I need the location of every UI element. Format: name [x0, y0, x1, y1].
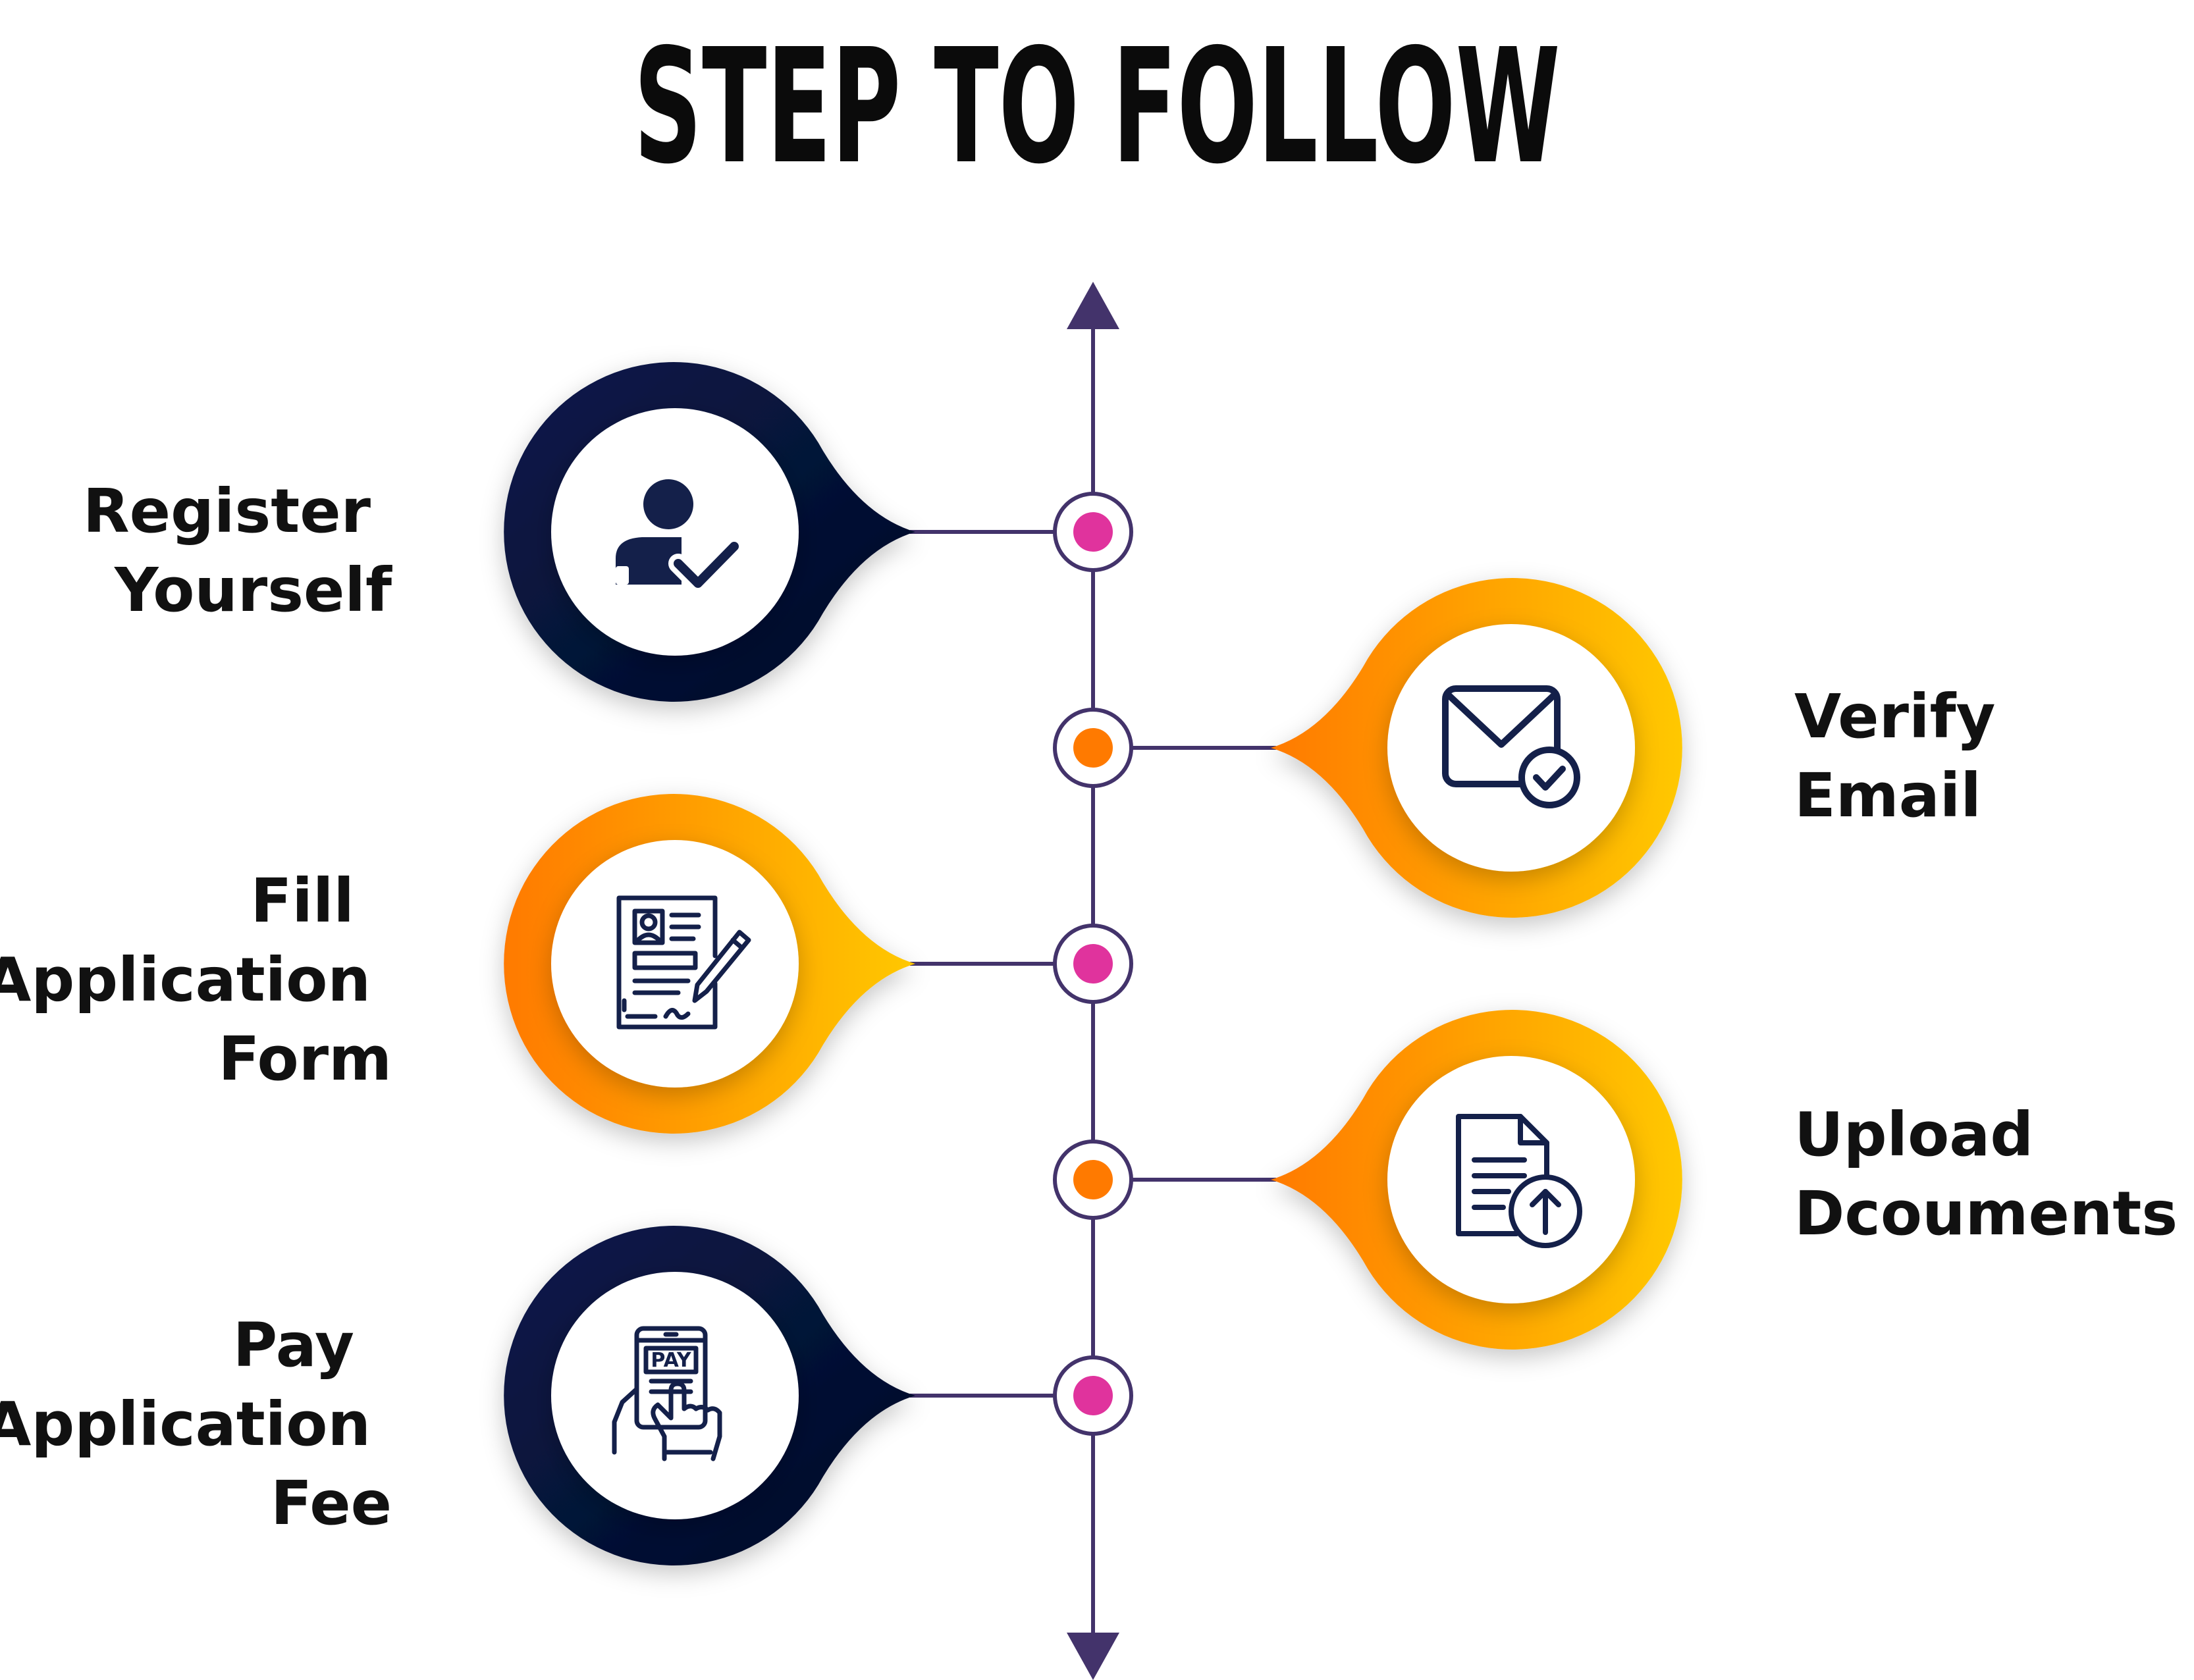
- axis-arrow-up-icon: [1067, 282, 1119, 329]
- document-upload-icon: [1456, 1114, 1582, 1248]
- step-label-line: Yourself: [114, 555, 392, 625]
- step-label: Upload Dcouments: [1794, 1099, 2178, 1249]
- step-label-line: Form: [218, 1024, 392, 1094]
- step-fill: Fill Application Form: [0, 793, 1133, 1134]
- step-label-line: Application: [0, 945, 371, 1015]
- step-label-line: Dcouments: [1794, 1178, 2178, 1249]
- step-label-line: Register: [83, 476, 371, 546]
- svg-text:PAY: PAY: [651, 1349, 692, 1372]
- user-check-icon: [616, 479, 744, 593]
- step-label: Pay Application Fee: [0, 1310, 392, 1538]
- timeline-node-dot: [1073, 512, 1113, 552]
- application-form-icon: [616, 895, 751, 1030]
- step-upload: Upload Dcouments: [1053, 1010, 2178, 1350]
- axis-arrow-down-icon: [1067, 1633, 1119, 1680]
- step-label-line: Upload: [1794, 1099, 2033, 1170]
- step-label: Register Yourself: [83, 476, 392, 625]
- timeline-node-dot: [1073, 944, 1113, 984]
- timeline-node-dot: [1073, 1376, 1113, 1415]
- step-icon-circle: [551, 1272, 799, 1519]
- timeline-node-dot: [1073, 1160, 1113, 1199]
- mail-check-icon: [1442, 685, 1580, 808]
- step-register: Register Yourself: [83, 362, 1133, 702]
- step-verify: Verify Email: [1053, 578, 2017, 918]
- timeline-node-dot: [1073, 728, 1113, 768]
- step-icon-circle: [551, 408, 799, 656]
- step-label: Fill Application Form: [0, 866, 392, 1094]
- step-icon-circle: [551, 840, 799, 1088]
- step-label-line: Fill: [251, 866, 354, 936]
- step-label-line: Verify: [1794, 681, 1995, 752]
- step-icon-circle: [1387, 624, 1635, 872]
- step-label-line: Pay: [233, 1310, 354, 1380]
- step-label: Verify Email: [1794, 681, 2017, 831]
- step-pay: PAY Pay Application Fee: [0, 1225, 1133, 1565]
- page-title: STEP TO FOLLOW: [633, 14, 1560, 199]
- step-label-line: Fee: [271, 1468, 392, 1538]
- step-label-line: Email: [1794, 760, 1981, 831]
- step-icon-circle: [1387, 1056, 1635, 1303]
- pay-fee-icon: PAY: [612, 1326, 722, 1461]
- step-label-line: Application: [0, 1389, 371, 1459]
